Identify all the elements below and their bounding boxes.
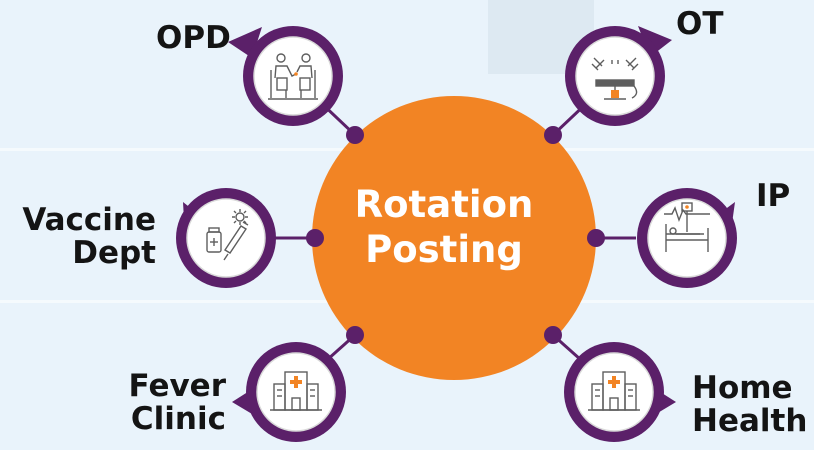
doctor-consultation-icon (268, 53, 318, 100)
hospital-building-icon (270, 371, 322, 411)
vaccine-syringe-icon (206, 209, 249, 261)
dot-fever (346, 326, 364, 344)
node-ot (565, 26, 672, 126)
label-fever: Fever Clinic (88, 370, 226, 436)
label-ot-line1: OT (676, 6, 724, 42)
dot-vaccine (306, 229, 324, 247)
dot-ot (544, 126, 562, 144)
center-title-line2: Posting (365, 228, 523, 271)
dot-ip (587, 229, 605, 247)
hospital-bed-icon (664, 202, 710, 252)
label-opd-line1: OPD (156, 20, 231, 56)
label-fever-line2: Clinic (130, 401, 226, 437)
node-fever (232, 342, 346, 442)
label-ip: IP (756, 180, 790, 213)
label-opd: OPD (156, 22, 231, 55)
connector-dots (306, 126, 605, 344)
center-title: Rotation Posting (324, 182, 564, 272)
operating-theatre-icon (591, 57, 639, 100)
label-ip-line1: IP (756, 178, 791, 214)
label-vaccine: Vaccine Dept (8, 204, 156, 270)
label-vaccine-line2: Dept (72, 235, 156, 271)
node-ip (637, 188, 737, 288)
node-home (564, 342, 676, 442)
center-title-line1: Rotation (354, 183, 534, 226)
center-circle (312, 96, 596, 380)
label-ot: OT (676, 8, 724, 41)
label-fever-line1: Fever (128, 368, 226, 404)
dot-opd (346, 126, 364, 144)
label-home-line2: Health (692, 403, 808, 439)
hospital-building-icon (588, 371, 640, 411)
node-vaccine (176, 188, 276, 288)
label-home: Home Health (692, 372, 807, 438)
label-home-line1: Home (692, 370, 793, 406)
label-vaccine-line1: Vaccine (22, 202, 156, 238)
dot-home (544, 326, 562, 344)
node-opd (228, 26, 343, 126)
